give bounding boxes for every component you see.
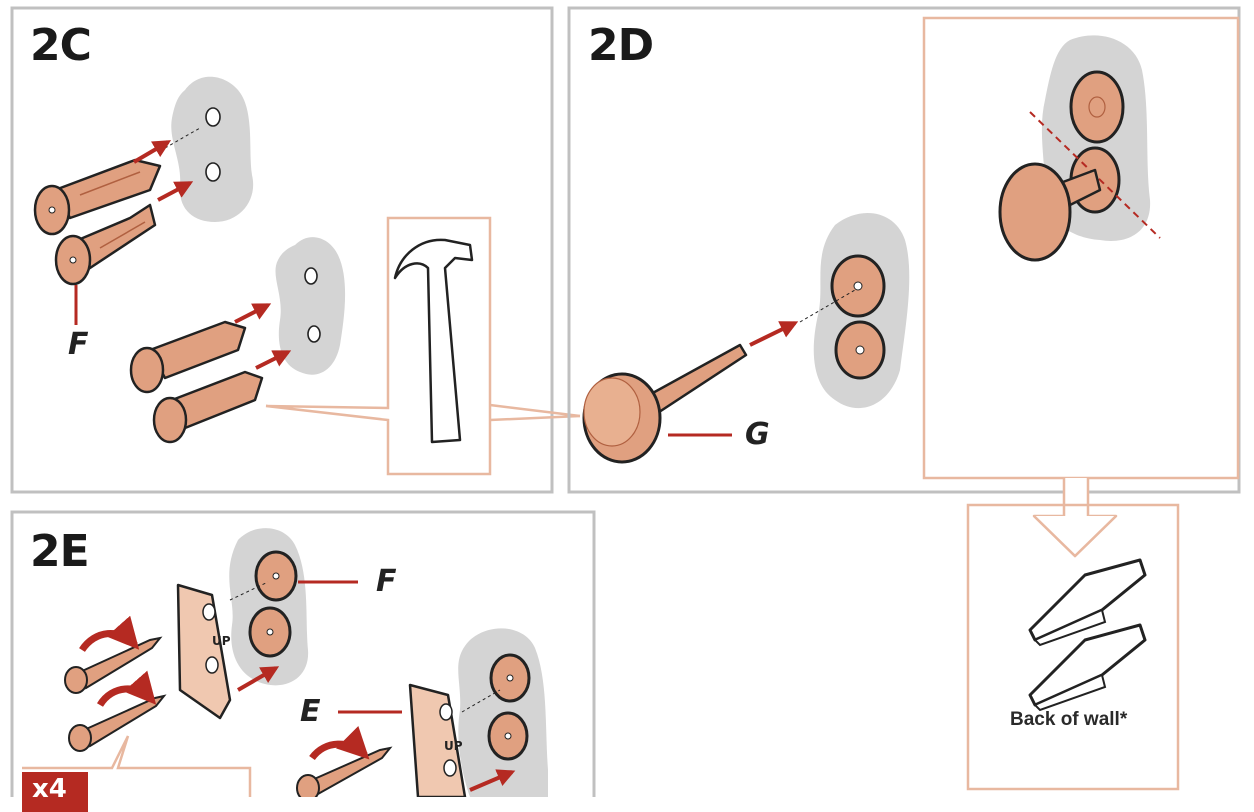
nail-icon <box>69 696 164 751</box>
part-label-f: F <box>68 330 89 360</box>
panel-title-2d: 2D <box>588 24 653 68</box>
panel-title-2c: 2C <box>30 24 91 68</box>
wall-anchor-icon <box>154 372 262 442</box>
up-marking: UP <box>212 634 231 648</box>
rotate-arrow-icon <box>82 634 135 650</box>
part-label-g: G <box>745 420 770 450</box>
bracket-icon <box>178 585 230 718</box>
nail-icon <box>65 638 160 693</box>
quantity-badge: x4 <box>22 772 88 812</box>
panel-title-2e: 2E <box>30 530 89 574</box>
back-of-wall-caption: Back of wall* <box>1010 710 1127 729</box>
up-marking: UP <box>444 739 463 753</box>
wall-patch-icon <box>171 77 253 222</box>
part-label-e: E <box>300 697 321 727</box>
knob-screw-icon <box>584 345 746 462</box>
part-label-f-2e: F <box>376 567 397 597</box>
rotate-arrow-icon <box>312 744 365 758</box>
